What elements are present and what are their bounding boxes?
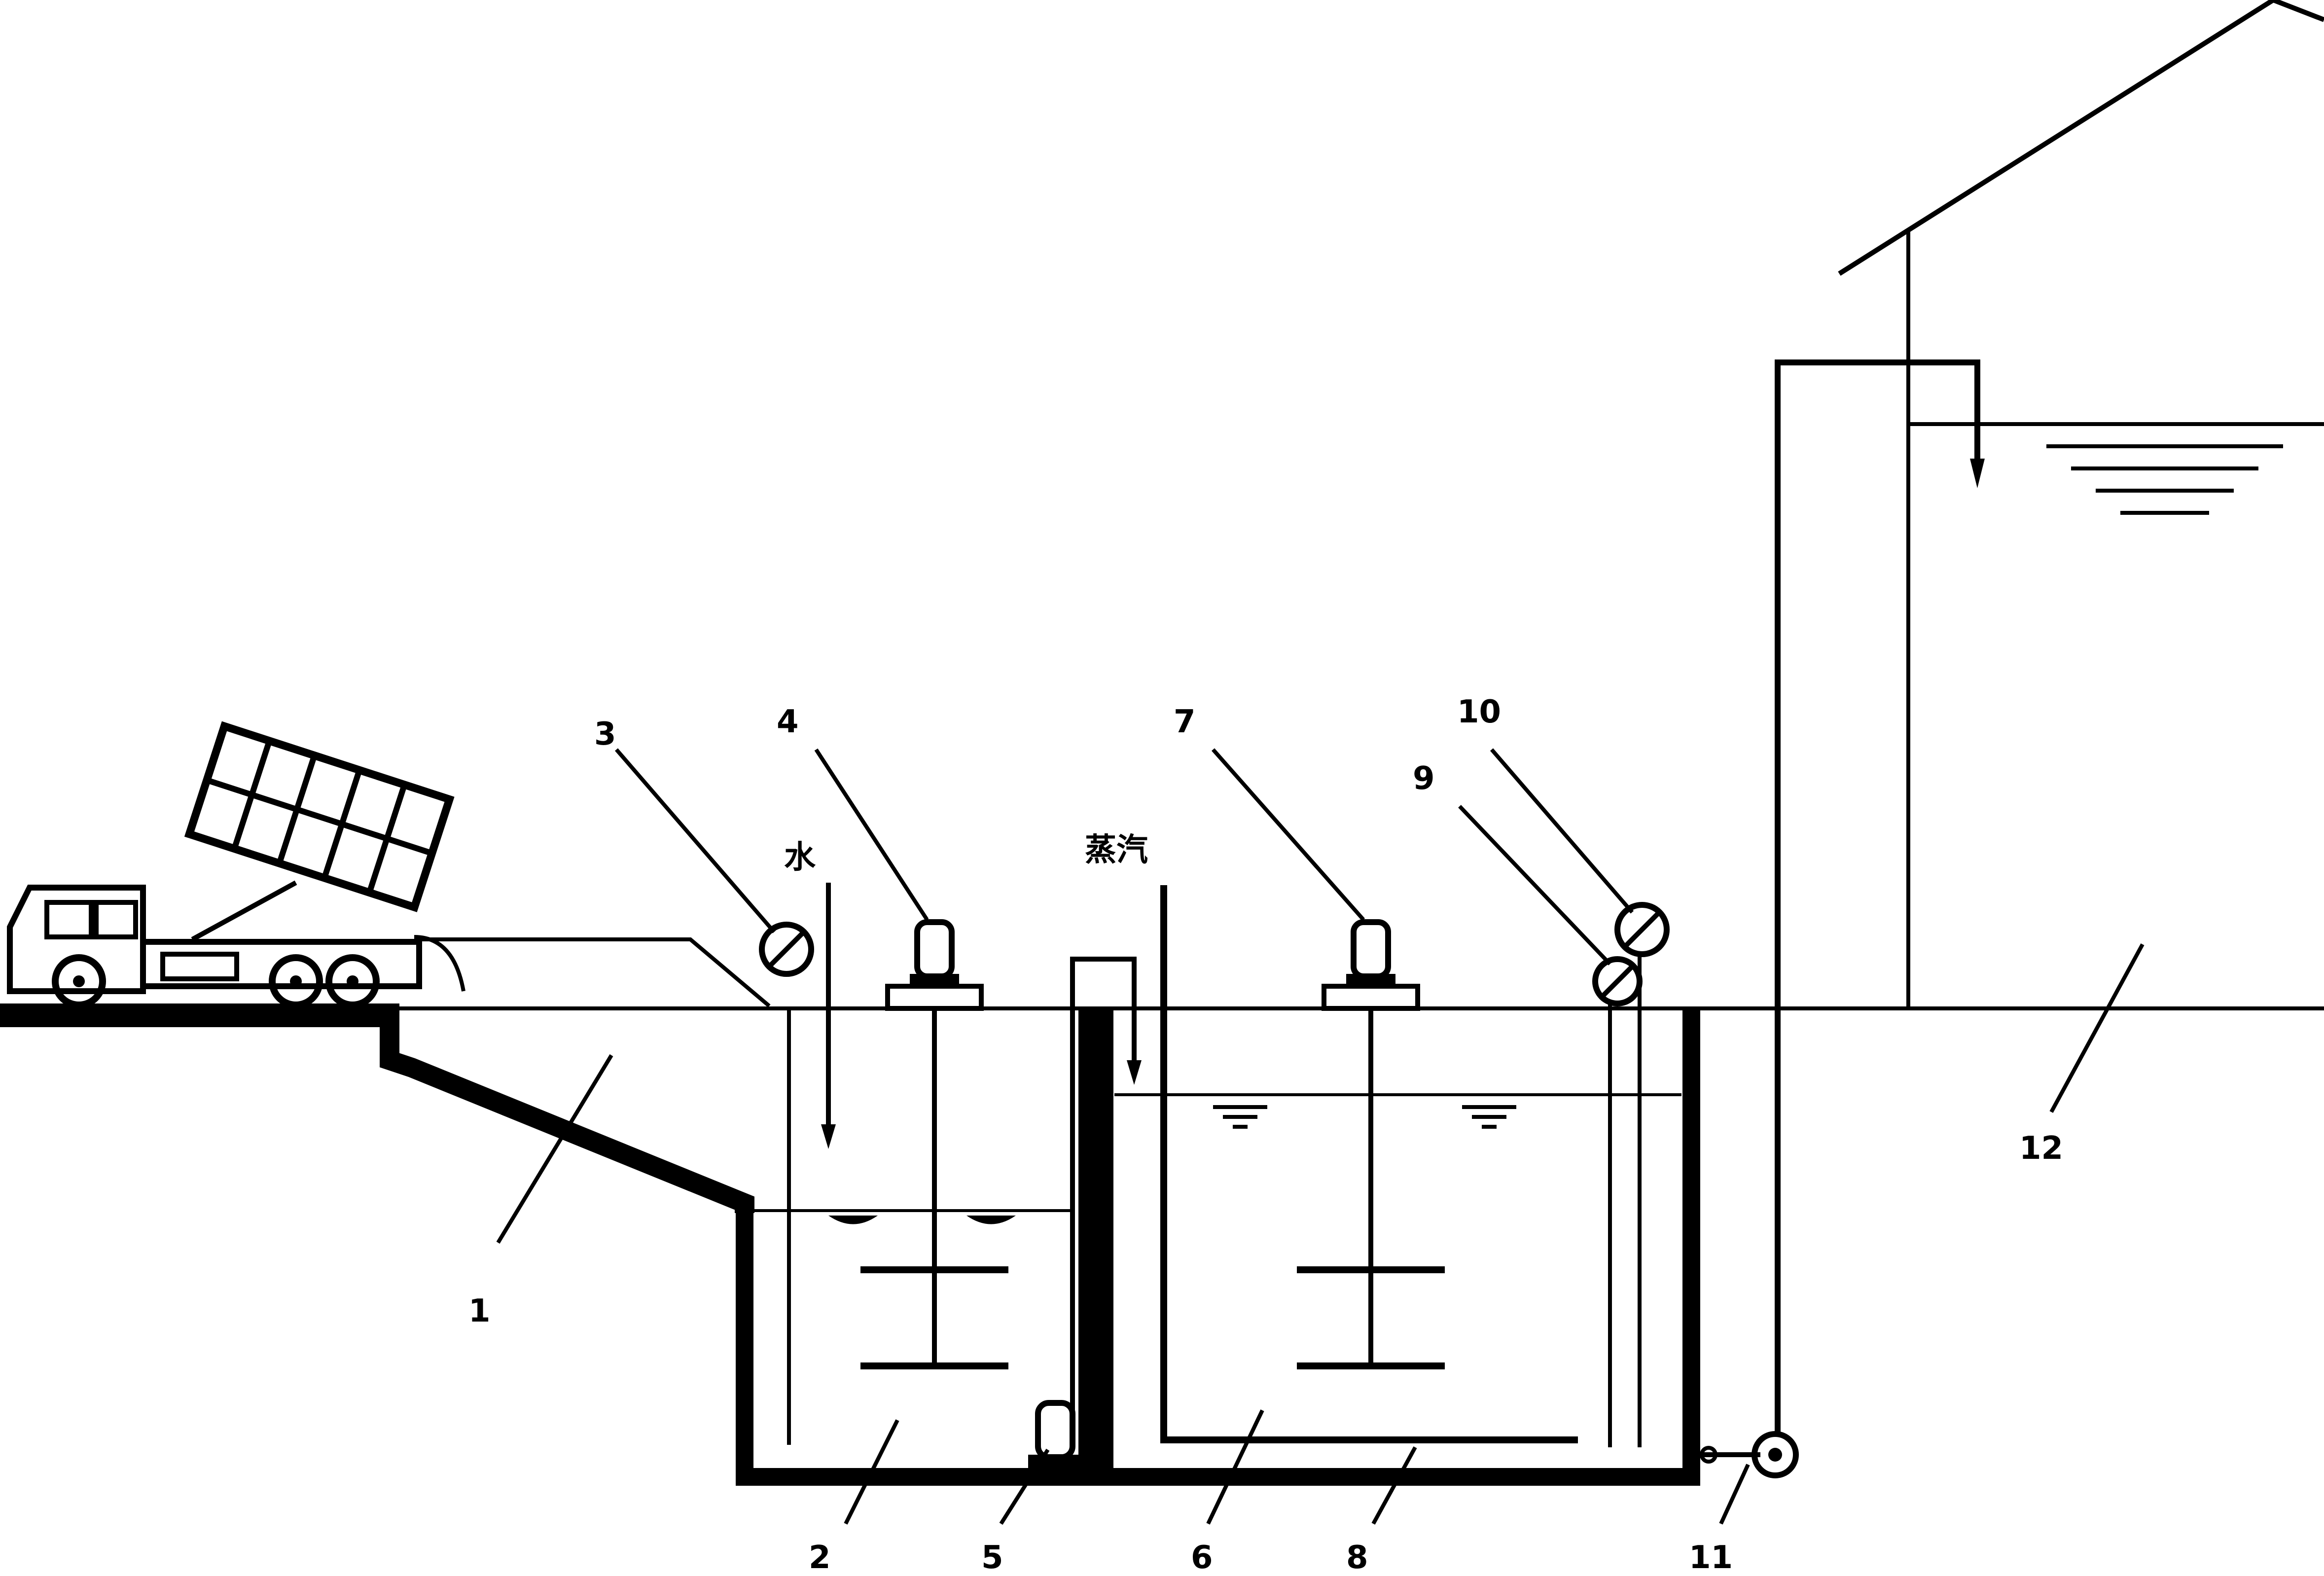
- steam-pipe: [1160, 885, 1578, 1443]
- label-5: 5: [981, 1540, 1003, 1576]
- label-2: 2: [809, 1540, 831, 1576]
- unloading-ramp: [380, 937, 771, 1213]
- water-inlet-arrow: [821, 883, 836, 1149]
- agitator-4: [860, 919, 1008, 1369]
- transfer-pipe: [1070, 957, 1142, 1435]
- label-4: 4: [777, 704, 799, 740]
- mixing-tank: [736, 1008, 1096, 1486]
- label-3: 3: [594, 716, 616, 752]
- dump-truck: [7, 721, 465, 1008]
- water-annotation: 水: [784, 839, 816, 876]
- label-6: 6: [1191, 1540, 1213, 1576]
- sensor-9: [1592, 956, 1643, 1447]
- reaction-tank: [1096, 1008, 1700, 1486]
- label-10: 10: [1457, 694, 1501, 730]
- leader-lines: [496, 748, 2145, 1525]
- agitator-7: [1297, 919, 1445, 1369]
- label-1: 1: [468, 1293, 491, 1329]
- label-11: 11: [1689, 1540, 1733, 1576]
- label-7: 7: [1174, 704, 1196, 740]
- label-8: 8: [1346, 1540, 1368, 1576]
- storage-building: [1838, 0, 2324, 1008]
- steam-annotation: 蒸汽: [1085, 832, 1148, 868]
- label-9: 9: [1413, 760, 1435, 797]
- level-sensor-3: [759, 922, 814, 977]
- riser-pipe: [1775, 359, 1985, 1433]
- label-12: 12: [2019, 1130, 2063, 1167]
- sensor-10: [1614, 902, 1670, 1447]
- discharge-pump-11: [1699, 1431, 1799, 1478]
